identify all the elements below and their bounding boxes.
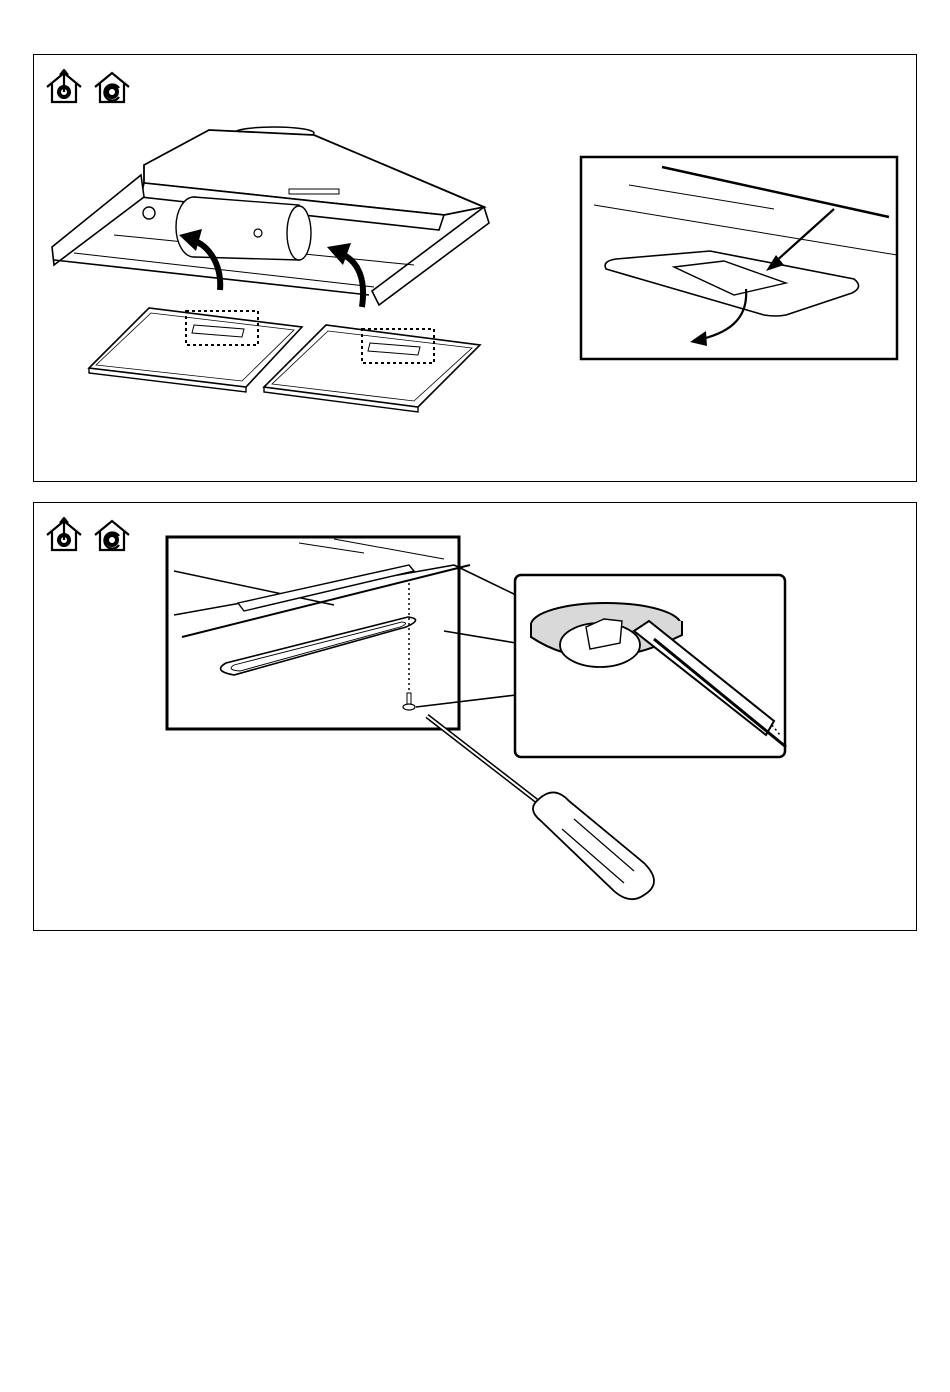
hood-filter-illustration: [34, 55, 918, 483]
lamp-cover-illustration: [34, 503, 918, 932]
lamp-cover-panel: [33, 502, 917, 931]
filter-removal-panel: [33, 54, 917, 482]
filter-latch-detail: [581, 157, 897, 359]
lamp-cover-pry-detail: [515, 575, 786, 757]
